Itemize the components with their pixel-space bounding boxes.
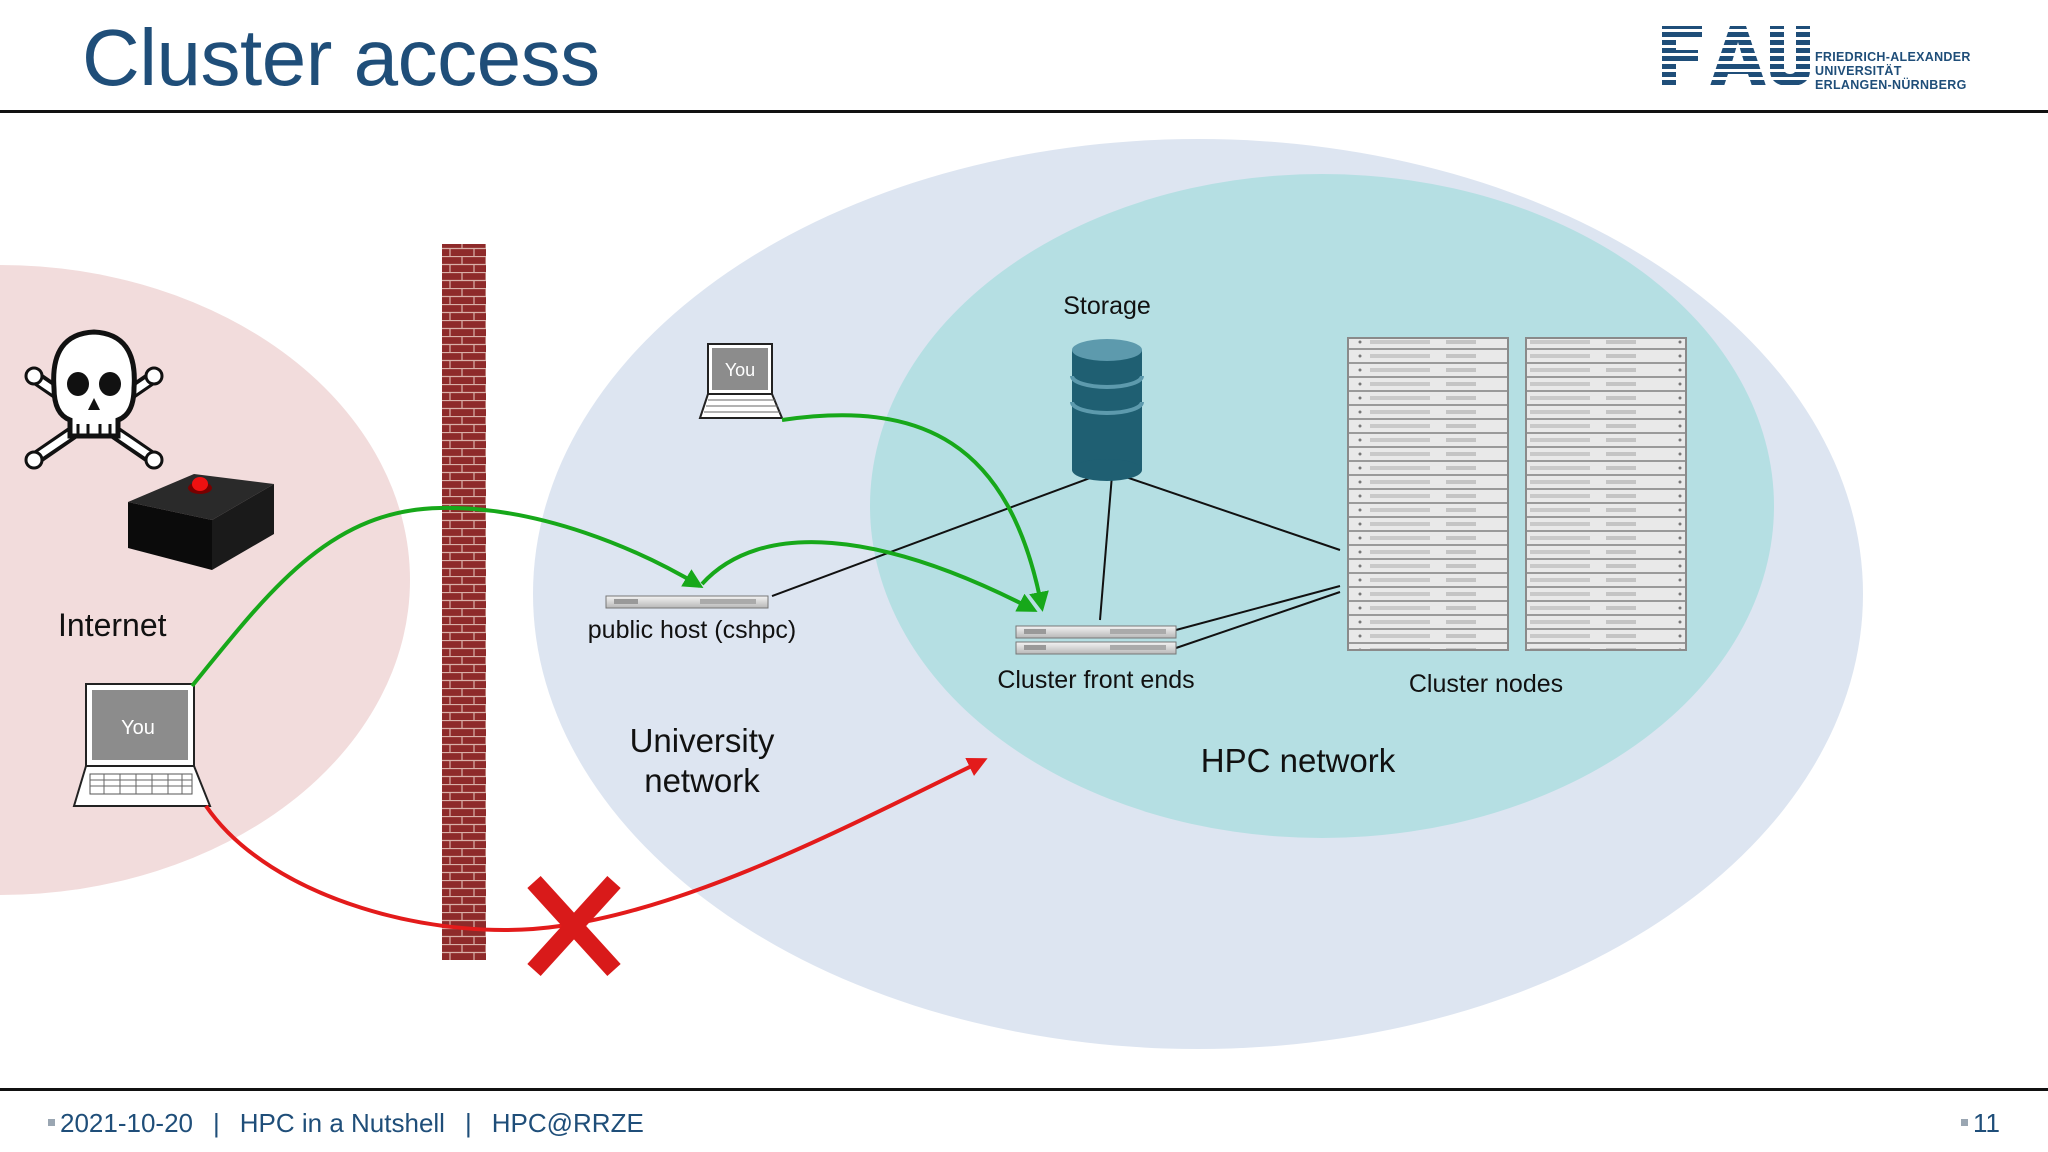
- allowed-path-outside: [190, 505, 704, 688]
- storage-label: Storage: [1063, 292, 1151, 320]
- storage-cylinder-icon: [1070, 339, 1144, 481]
- laptop-inside-label: You: [725, 360, 755, 380]
- nodes-label: Cluster nodes: [1409, 670, 1563, 698]
- allowed-path-inside: [781, 413, 1049, 612]
- footer-rule: [0, 1088, 2048, 1091]
- header-rule: [0, 110, 2048, 113]
- fau-logo-icon: [1662, 26, 1810, 86]
- skull-crossbones-icon: [24, 329, 164, 470]
- bullet-square-icon: [1961, 1118, 1968, 1126]
- server-icon: [605, 595, 769, 609]
- allowed-path-public-host: [700, 540, 1038, 612]
- university-label-line2: network: [644, 762, 760, 799]
- front-ends-label: Cluster front ends: [997, 666, 1194, 694]
- laptop-icon: [698, 343, 784, 419]
- logo-line-3: ERLANGEN-NÜRNBERG: [1815, 78, 1967, 92]
- rack-1: [1347, 337, 1509, 651]
- slide-title: Cluster access: [82, 13, 600, 102]
- public-host-label: public host (cshpc): [588, 616, 796, 644]
- laptop-icon: [72, 683, 212, 807]
- rack-2: [1525, 337, 1687, 651]
- footer-course: HPC in a Nutshell: [239, 1108, 445, 1138]
- footer: 2021-10-20|HPC in a Nutshell|HPC@RRZE: [48, 1108, 644, 1139]
- footer-org: HPC@RRZE: [491, 1108, 644, 1138]
- footer-date: 2021-10-20: [60, 1108, 193, 1138]
- bullet-square-icon: [48, 1118, 55, 1126]
- hpc-label: HPC network: [1201, 742, 1396, 779]
- logo-line-1: FRIEDRICH-ALEXANDER: [1815, 50, 1971, 64]
- page-number: 11: [1961, 1108, 2000, 1139]
- laptop-outside-label: You: [121, 717, 155, 739]
- university-label-line1: University: [630, 722, 775, 759]
- logo-line-2: UNIVERSITÄT: [1815, 64, 1902, 78]
- fau-logo: FRIEDRICH-ALEXANDER UNIVERSITÄT ERLANGEN…: [1660, 24, 1980, 94]
- network-links: [771, 474, 1341, 649]
- server-icon: [1015, 625, 1177, 655]
- blocked-x-icon: [527, 875, 621, 977]
- blocked-path: [204, 757, 988, 932]
- black-box-icon: [128, 474, 274, 570]
- internet-label: Internet: [58, 607, 167, 643]
- firewall-icon: [442, 244, 486, 960]
